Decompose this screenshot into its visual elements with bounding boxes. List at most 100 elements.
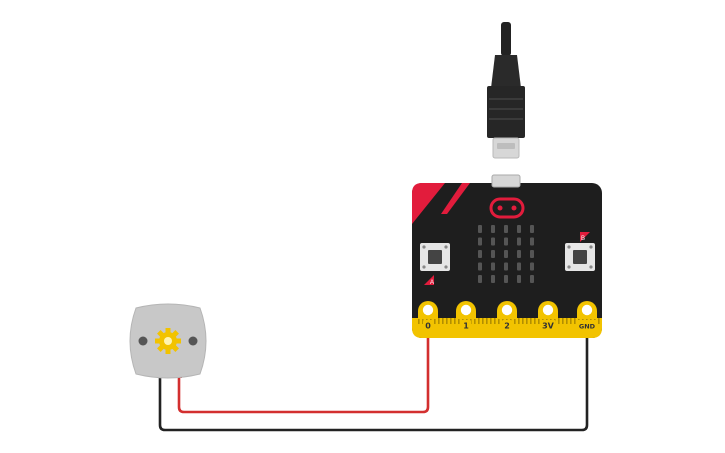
pin-label-bg	[461, 320, 471, 330]
pin-hole	[422, 304, 434, 316]
button-b-marker	[580, 232, 590, 242]
edge-connector-tick	[498, 318, 500, 324]
button-a[interactable]	[420, 243, 450, 271]
led	[530, 262, 534, 271]
led	[504, 225, 508, 233]
red-wire[interactable]	[177, 333, 430, 414]
edge-connector-tick	[514, 318, 516, 324]
motor-screw-left	[138, 336, 148, 346]
edge-connector-tick	[478, 318, 480, 324]
board-body	[412, 183, 602, 338]
edge-connector-tick	[418, 318, 420, 324]
led	[491, 237, 495, 246]
pin-label: 0	[425, 322, 431, 331]
edge-connector-tick	[566, 318, 568, 324]
gear-tooth	[165, 348, 171, 354]
edge-connector-tick	[486, 318, 488, 324]
led	[504, 250, 508, 258]
edge-connector-tick	[522, 318, 524, 324]
edge-connector-tick	[534, 318, 536, 324]
pin-3v[interactable]: 3V	[538, 301, 558, 331]
pin-2[interactable]: 2	[497, 301, 517, 331]
led	[504, 237, 508, 246]
led	[517, 237, 521, 246]
led	[530, 237, 534, 246]
usb-metal-slot	[497, 143, 515, 149]
led	[478, 237, 482, 246]
motor-gear-icon	[155, 328, 181, 354]
pin-label: 2	[504, 322, 510, 331]
edge-connector-tick	[538, 318, 540, 324]
led	[504, 275, 508, 283]
edge-connector-tick	[558, 318, 560, 324]
pin-0[interactable]: 0	[418, 301, 438, 331]
led	[478, 262, 482, 271]
pin-label-bg	[576, 320, 598, 330]
button-a-marker	[424, 275, 434, 285]
edge-connector-tick	[518, 318, 520, 324]
usb-plug-grip	[489, 108, 523, 110]
edge-connector-tick	[422, 318, 424, 324]
usb-plug-icon[interactable]	[487, 22, 525, 159]
pin-label-bg	[540, 320, 556, 330]
pin-hole	[581, 304, 593, 316]
pin-hole	[460, 304, 472, 316]
led	[530, 250, 534, 258]
gear-hub	[164, 337, 172, 345]
edge-connector-tick	[454, 318, 456, 324]
button-b[interactable]	[565, 243, 595, 271]
led	[478, 275, 482, 283]
board-accent-stripe	[441, 183, 470, 214]
edge-connector-tick	[562, 318, 564, 324]
edge-connector-tick	[450, 318, 452, 324]
usb-cable	[501, 22, 511, 56]
pin-1[interactable]: 1	[456, 301, 476, 331]
led	[491, 250, 495, 258]
pin-gnd[interactable]: GND	[576, 301, 598, 331]
led	[504, 262, 508, 271]
led	[517, 275, 521, 283]
led	[517, 250, 521, 258]
pin-label-bg	[502, 320, 512, 330]
led	[478, 250, 482, 258]
usb-strain-relief	[491, 55, 521, 88]
edge-connector-tick	[458, 318, 460, 324]
pin-label-bg	[423, 320, 433, 330]
button-a-label: A	[430, 280, 434, 286]
pin-hole	[501, 304, 513, 316]
gear-tooth	[165, 328, 171, 334]
edge-connector-tick	[438, 318, 440, 324]
edge-connector-tick	[434, 318, 436, 324]
microbit-board[interactable]: A B 0 1 2 3V GND	[412, 174, 602, 338]
led	[491, 225, 495, 233]
edge-connector-tick	[482, 318, 484, 324]
motor-screw-right	[188, 336, 198, 346]
edge-connector-tick	[446, 318, 448, 324]
led	[491, 275, 495, 283]
led	[530, 225, 534, 233]
button-b-label: B	[581, 236, 585, 242]
black-wire[interactable]	[158, 333, 589, 432]
dc-motor-icon[interactable]	[129, 303, 207, 379]
led	[517, 225, 521, 233]
board-usb-port	[491, 174, 521, 188]
pin-label: 1	[463, 322, 469, 331]
pin-hole	[542, 304, 554, 316]
board-accent-stripe	[412, 183, 445, 224]
edge-connector-tick	[530, 318, 532, 324]
led	[530, 275, 534, 283]
edge-connector-tick	[490, 318, 492, 324]
led-matrix	[478, 225, 534, 283]
edge-connector-tick	[574, 318, 576, 324]
usb-plug-grip	[489, 98, 523, 100]
microbit-logo-icon	[489, 197, 525, 219]
edge-connector-tick	[526, 318, 528, 324]
usb-plug-housing	[487, 86, 525, 138]
edge-connector-tick	[494, 318, 496, 324]
edge-connector-tick	[598, 318, 600, 324]
led	[517, 262, 521, 271]
pin-label: 3V	[542, 322, 555, 331]
led	[491, 262, 495, 271]
led	[478, 225, 482, 233]
